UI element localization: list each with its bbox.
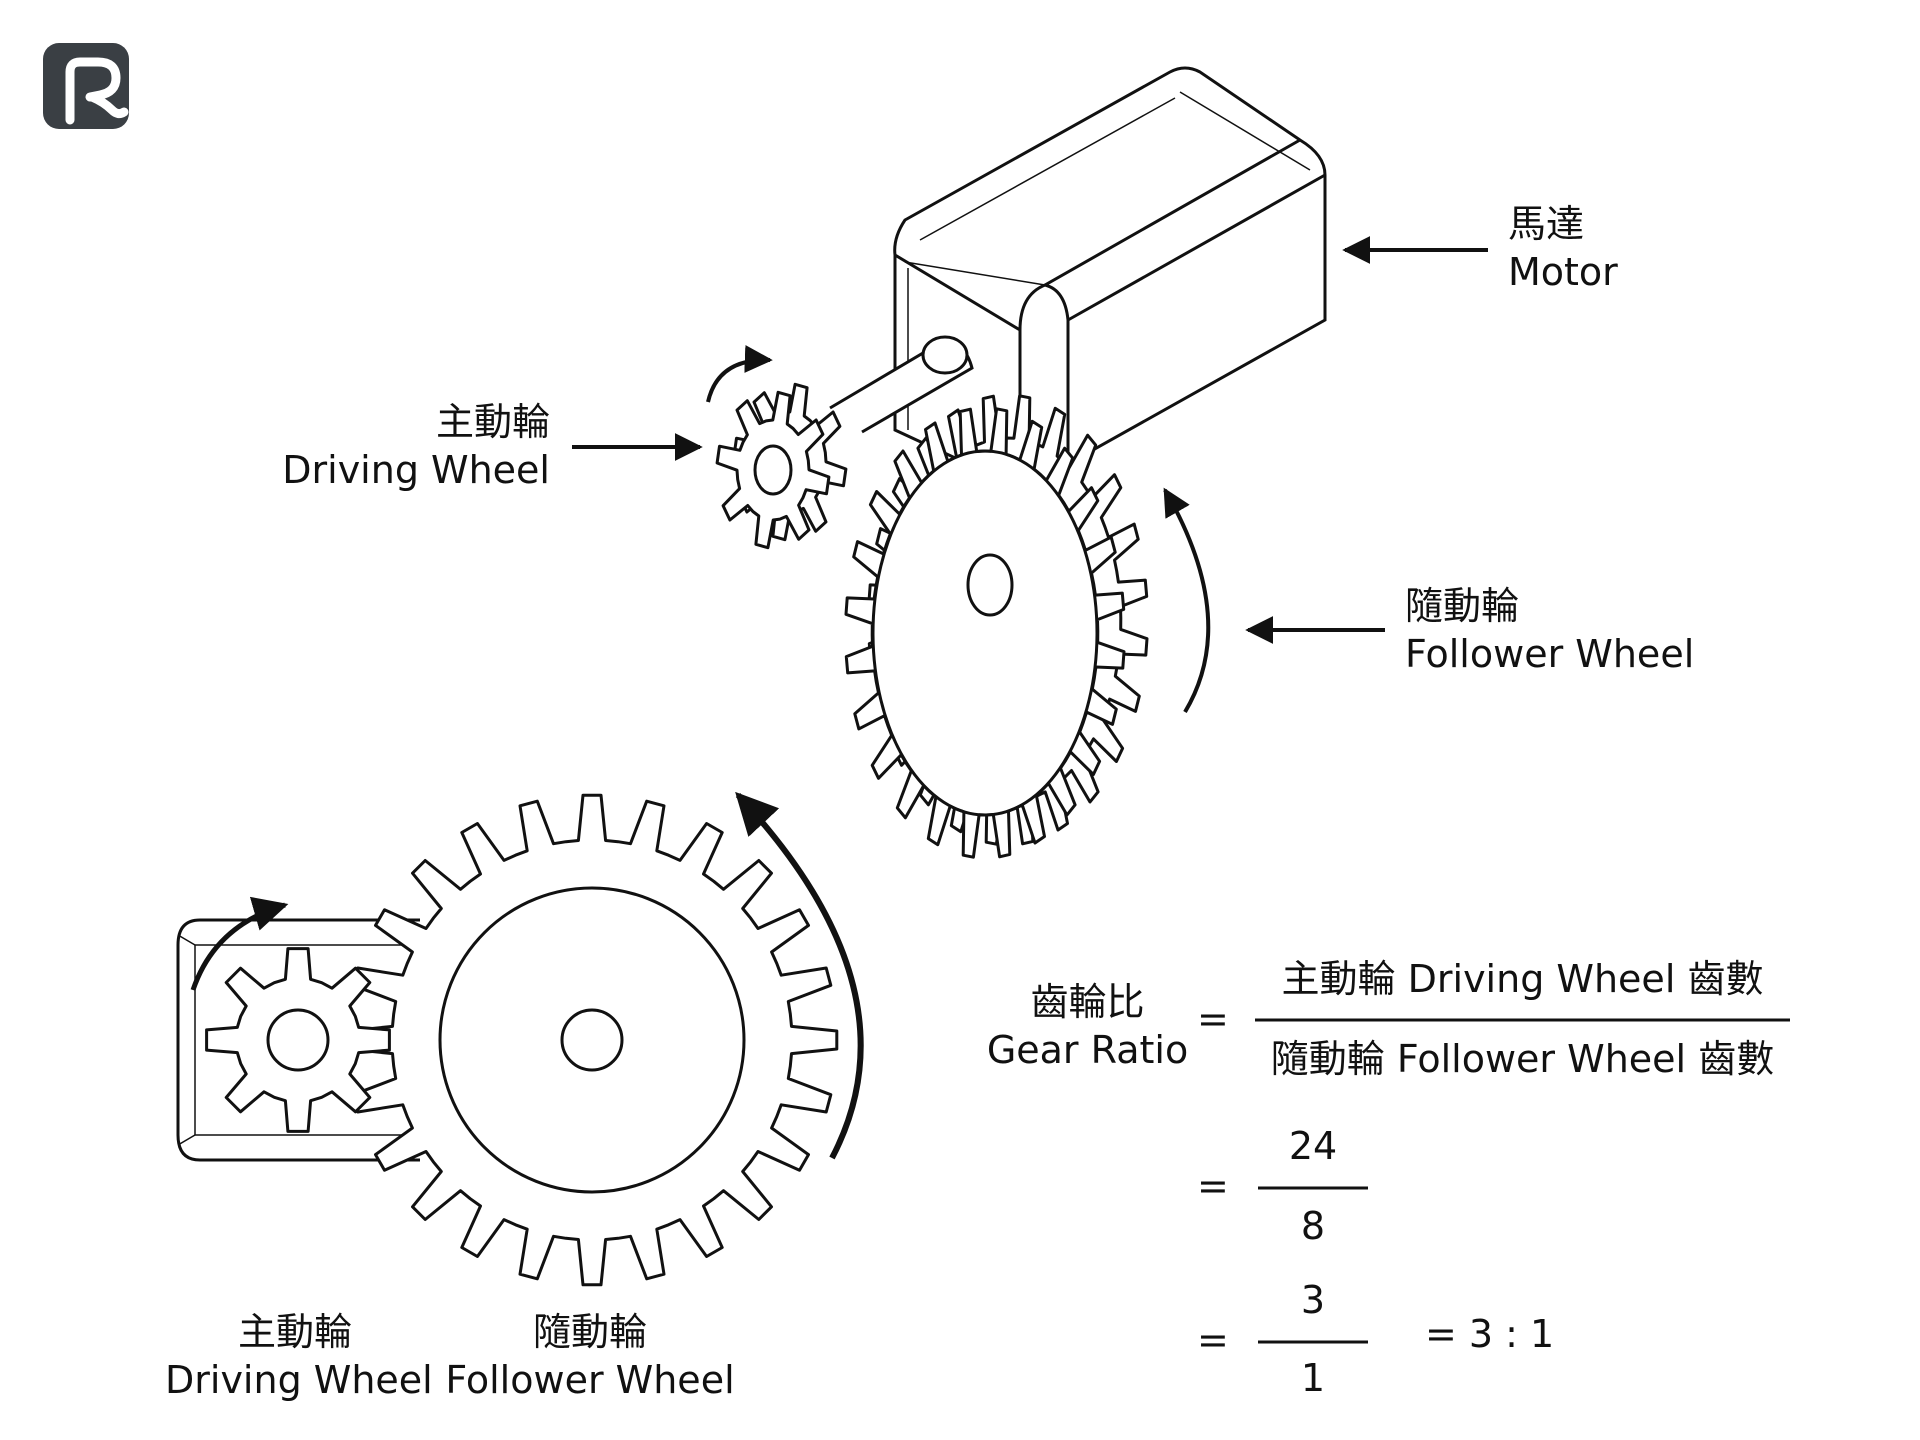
driving-wheel-label-zh: 主動輪 [435, 400, 550, 444]
driving-wheel-label-bottom: 主動輪 Driving Wheel [165, 1308, 433, 1404]
motor-body [893, 66, 1327, 490]
follower-gear-iso-bore [966, 553, 1014, 617]
gear-ratio-label: 齒輪比 Gear Ratio [985, 978, 1190, 1074]
step1-numerator: 24 [1288, 1124, 1338, 1168]
follower-wheel-label-bottom: 隨動輪 Follower Wheel [445, 1308, 735, 1404]
step2-denominator: 1 [1300, 1356, 1326, 1400]
follower-front-rotation-arrow [735, 791, 864, 1160]
step1-denominator: 8 [1300, 1204, 1326, 1248]
formula-denominator: 隨動輪 Follower Wheel 齒數 [1270, 1037, 1775, 1081]
follower-wheel-label-bottom-en: Follower Wheel [445, 1358, 735, 1402]
follower-gear-front-bore [560, 1008, 624, 1072]
motor-shaft [829, 335, 974, 434]
follower-gear-isometric [844, 394, 1149, 859]
follower-gear-front [345, 793, 839, 1287]
driving-gear-front [205, 947, 391, 1133]
driving-wheel-label-bottom-zh: 主動輪 [237, 1310, 352, 1354]
equals-sign-2: = [1197, 1164, 1229, 1208]
equals-sign-1: = [1197, 997, 1229, 1041]
motor-label-zh: 馬達 [1508, 202, 1585, 246]
follower-wheel-label-en: Follower Wheel [1405, 632, 1695, 676]
driving-gear-iso-bore [753, 444, 793, 496]
driving-gear-isometric [715, 382, 848, 550]
follower-wheel-label-bottom-zh: 隨動輪 [532, 1310, 647, 1354]
formula-numerator: 主動輪 Driving Wheel 齒數 [1281, 957, 1764, 1001]
follower-gear-iso-hub-ring [871, 449, 1099, 817]
step2-numerator: 3 [1300, 1278, 1326, 1322]
follower-wheel-label-top: 隨動輪 Follower Wheel [1405, 582, 1694, 678]
driving-gear-front-bore [266, 1008, 330, 1072]
driving-rotation-arrow [706, 345, 773, 403]
driving-wheel-label-top: 主動輪 Driving Wheel [282, 398, 550, 494]
equals-sign-3: = [1197, 1318, 1229, 1362]
driving-wheel-label-bottom-en: Driving Wheel [165, 1358, 433, 1402]
motor-label-en: Motor [1508, 250, 1618, 294]
brand-logo-icon [43, 43, 129, 129]
follower-wheel-label-zh: 隨動輪 [1405, 584, 1520, 628]
driving-wheel-label-en: Driving Wheel [282, 448, 550, 492]
follower-gear-front-hub-ring [438, 886, 746, 1194]
driving-front-rotation-arrow [190, 896, 289, 991]
gear-ratio-label-en: Gear Ratio [986, 1028, 1189, 1072]
gear-ratio-label-zh: 齒輪比 [1030, 980, 1145, 1024]
ratio-result: = 3 : 1 [1425, 1312, 1555, 1356]
follower-rotation-arrow [1163, 487, 1211, 714]
motor-label: 馬達 Motor [1508, 200, 1618, 296]
